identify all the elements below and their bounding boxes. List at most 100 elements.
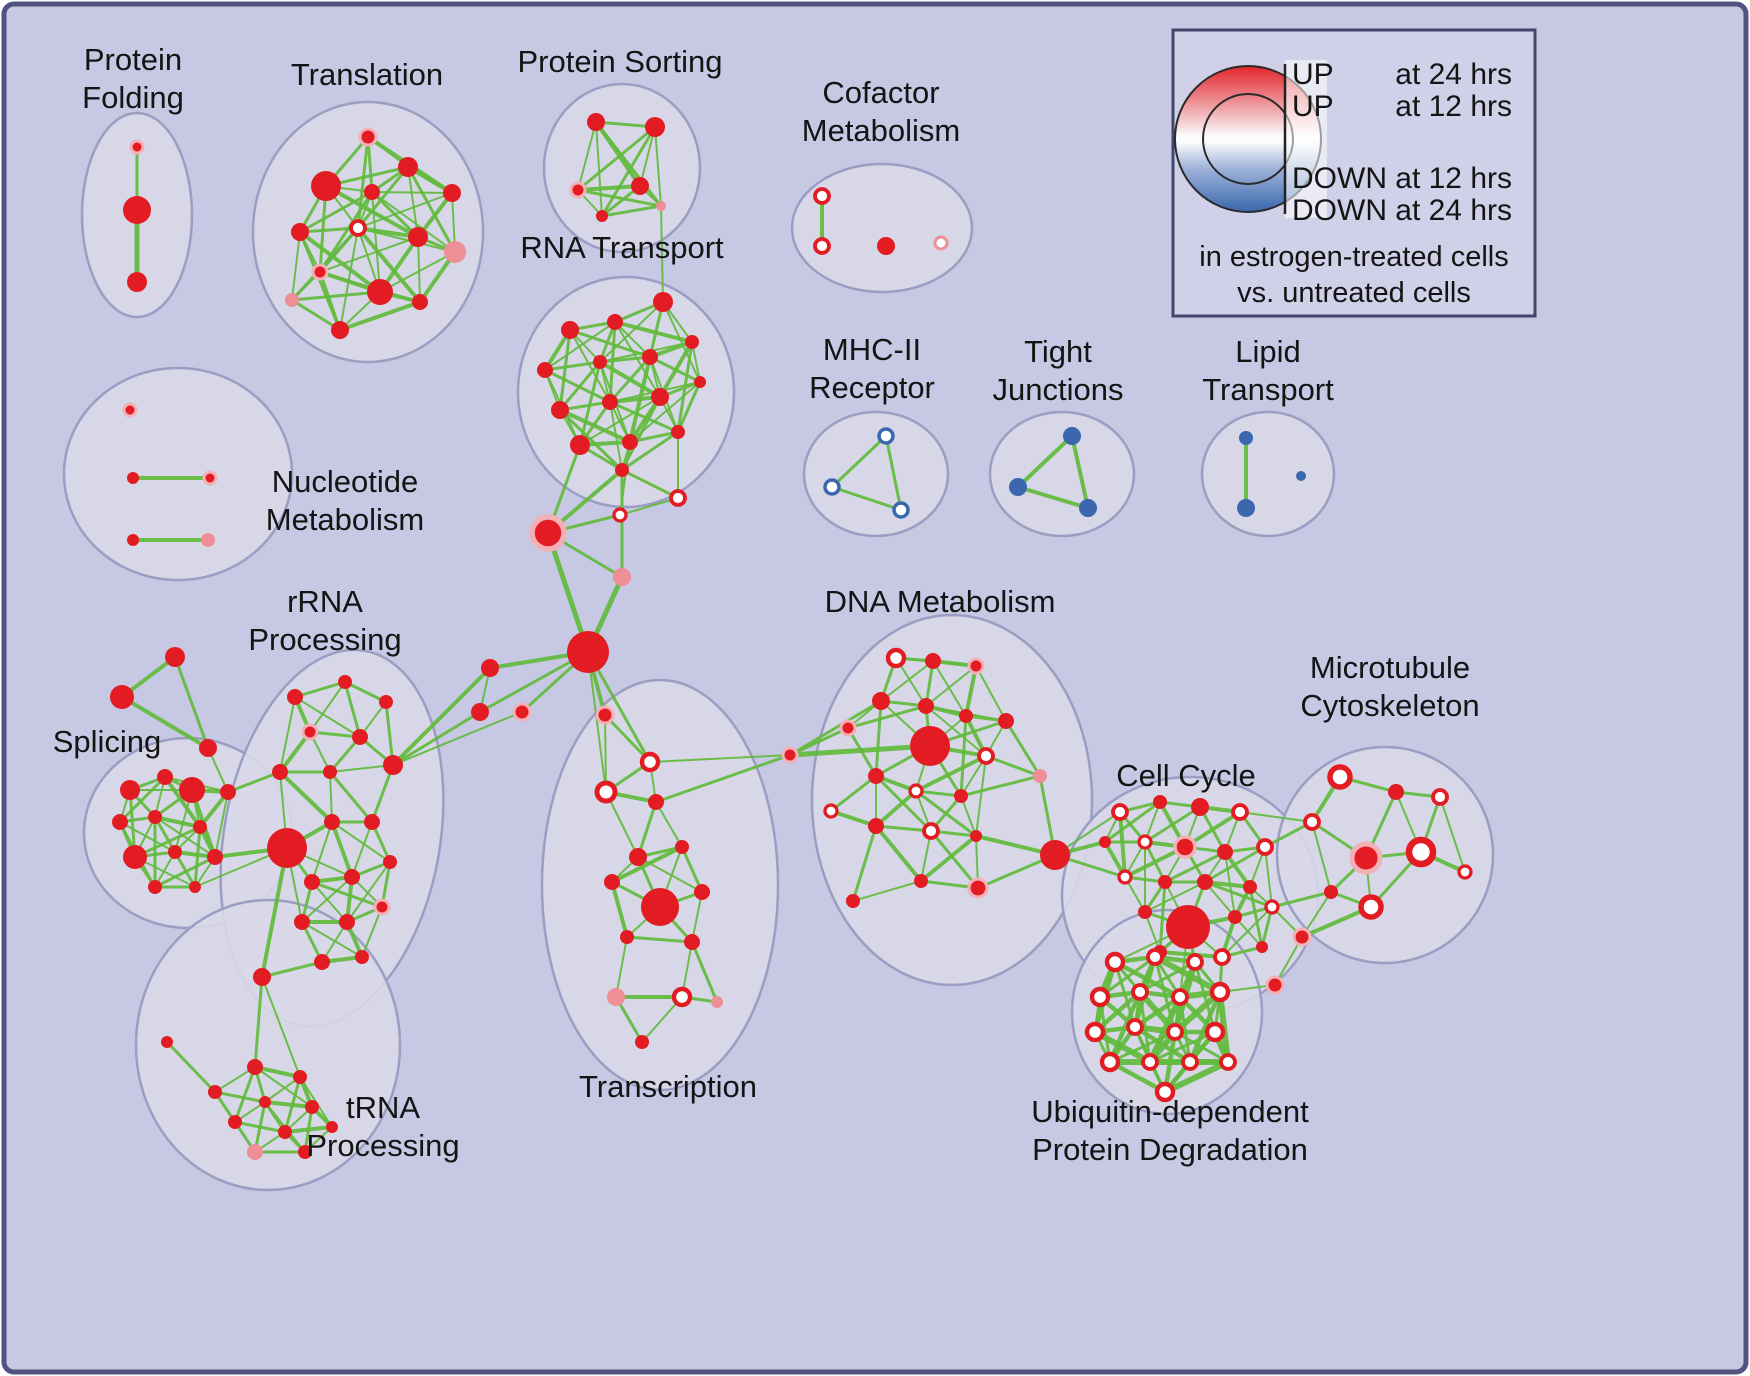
ubiquitin-degradation-edge: [1132, 994, 1183, 1030]
translation-node-2: [398, 157, 418, 177]
connector-edge: [392, 711, 523, 766]
microtubule-cytoskeleton-node-8: [1358, 894, 1384, 920]
splicing-edge: [118, 775, 167, 824]
protein-sorting-edge: [594, 120, 663, 208]
transcription-edge: [655, 801, 683, 848]
rrna-processing-edge: [328, 770, 374, 824]
rrna-processing-node-11: [304, 874, 320, 890]
dna-metabolism-edge: [975, 755, 987, 837]
dna-metabolism-edge: [959, 774, 1042, 798]
cell-cycle-node-8: [1256, 838, 1274, 856]
trna-processing-node-6: [305, 1100, 319, 1114]
translation-edge: [356, 226, 422, 304]
translation-edge: [370, 190, 420, 239]
splicing-edge: [153, 855, 217, 889]
connector-edge: [1270, 890, 1333, 909]
cell-cycle-edge: [1203, 845, 1267, 884]
rna-transport-node-2: [653, 292, 673, 312]
rrna-processing-edge: [293, 680, 347, 699]
cell-cycle-edge: [1144, 911, 1161, 953]
microtubule-cytoskeleton-node-1: [1388, 784, 1404, 800]
dna-metabolism-node-11: [868, 768, 884, 784]
rrna-processing-node-13: [383, 855, 397, 869]
rrna-processing-node-18: [355, 950, 369, 964]
protein-sorting-edge: [595, 121, 603, 217]
ubiquitin-degradation-edge: [1217, 989, 1231, 1065]
tight-junctions-edge: [1016, 434, 1074, 489]
rrna-processing-edge: [310, 880, 384, 909]
legend-up-24-time: at 24 hrs: [1395, 58, 1512, 91]
dna-metabolism-node-7: [998, 713, 1014, 729]
trna-processing-edge: [165, 1040, 217, 1094]
dna-metabolism-node-8: [910, 726, 950, 766]
connector-edge: [260, 846, 289, 979]
dna-metabolism-node-1: [885, 647, 907, 669]
transcription-edge: [625, 935, 694, 944]
rna-transport-node-5: [642, 349, 658, 365]
splicing-edge: [153, 815, 202, 829]
translation-edge: [298, 190, 374, 234]
dna-metabolism-edge: [984, 754, 1042, 778]
connector-edge: [391, 666, 492, 767]
rna-transport-edge: [558, 328, 572, 412]
legend-caption-line1: in estrogen-treated cells: [1199, 241, 1509, 273]
rna-transport-edge: [614, 321, 651, 358]
rna-transport-edge: [543, 368, 612, 404]
microtubule-cytoskeleton-node-6: [1457, 864, 1473, 880]
rna-transport-label: RNA Transport: [520, 230, 724, 265]
nucleotide-metabolism-node-1: [127, 472, 139, 484]
mhc-ii-receptor-edge: [830, 485, 903, 512]
translation-node-12: [412, 294, 428, 310]
rrna-processing-node-4: [352, 729, 368, 745]
translation-edge: [291, 231, 301, 301]
cell-cycle-node-10: [1158, 875, 1172, 889]
translation-node-8: [311, 263, 329, 281]
dna-metabolism-edge: [925, 705, 987, 757]
cell-cycle-node-0: [1111, 803, 1129, 821]
cell-cycle-node-15: [1228, 910, 1242, 924]
trna-processing-edge: [233, 1120, 287, 1134]
protein-sorting-node-4: [596, 210, 608, 222]
rrna-processing-edge: [370, 763, 395, 824]
rna-transport-edge: [558, 360, 602, 412]
translation-node-6: [408, 227, 428, 247]
mhc-ii-receptor-node-1: [823, 478, 841, 496]
transcription-node-1: [639, 751, 661, 773]
dna-metabolism-edge: [960, 795, 977, 837]
cell-cycle-edge: [1264, 846, 1273, 908]
translation-edge: [356, 165, 410, 230]
rna-transport-edge: [658, 340, 694, 399]
connectors-node-5: [512, 702, 532, 722]
network-nodes: [110, 113, 1473, 1160]
dna-metabolism-edge: [975, 665, 1007, 722]
ubiquitin-degradation-node-10: [1204, 1021, 1226, 1043]
splicing-edge: [193, 825, 202, 889]
connectors-edge: [173, 655, 210, 750]
ubiquitin-degradation-node-7: [1084, 1021, 1106, 1043]
ubiquitin-degradation-node-8: [1126, 1018, 1144, 1036]
lipid-transport-ellipse: [1200, 410, 1336, 538]
trna-processing-ellipse: [134, 898, 402, 1192]
ubiquitin-degradation-edge: [1138, 960, 1197, 994]
cofactor-metabolism-node-1: [813, 237, 831, 255]
translation-edge: [417, 236, 421, 303]
connector-edge: [586, 650, 652, 764]
connectors-node-12: [1040, 840, 1070, 870]
rna-transport-edge: [558, 408, 624, 472]
translation-node-0: [358, 127, 378, 147]
transcription-edge: [603, 713, 652, 764]
cell-cycle-node-7: [1217, 844, 1233, 860]
splicing-node-7: [123, 845, 147, 869]
cell-cycle-node-18: [1213, 948, 1231, 966]
dna-metabolism-node-6: [959, 709, 973, 723]
cell-cycle-node-12: [1243, 880, 1257, 894]
translation-edge: [318, 270, 342, 332]
cell-cycle-node-6: [1173, 835, 1197, 859]
trna-processing-node-8: [278, 1125, 292, 1139]
dna-metabolism-node-10: [1033, 769, 1047, 783]
transcription-node-2: [594, 780, 618, 804]
translation-node-10: [285, 293, 299, 307]
